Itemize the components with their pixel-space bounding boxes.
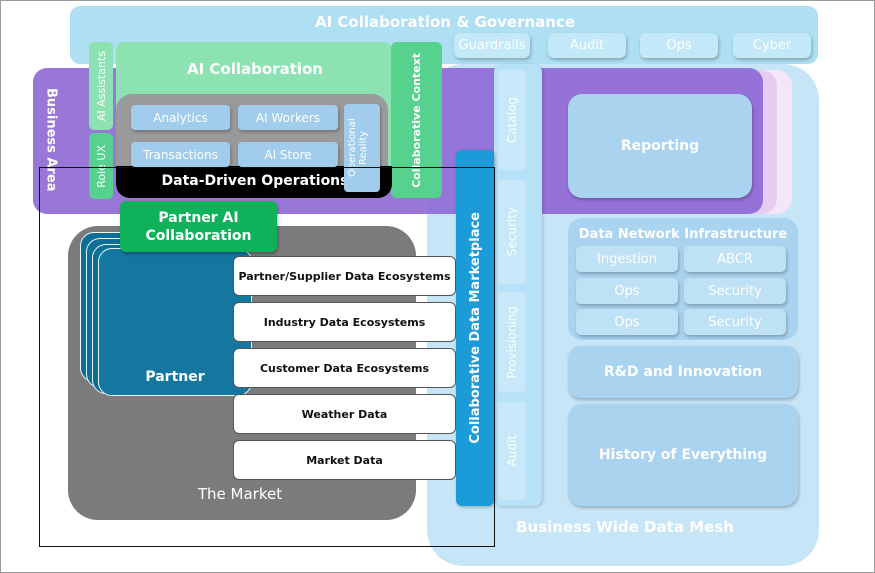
ecosystem-partner-supplier: Partner/Supplier Data Ecosystems: [233, 256, 456, 296]
business-area-label: Business Area: [43, 88, 59, 192]
marketplace-section-provisioning: Provisioning: [498, 292, 526, 392]
infra-cell-abcr: ABCR: [684, 246, 786, 272]
partner-card: [98, 248, 252, 396]
role-ux-bar: Role UX: [89, 133, 113, 199]
external-boundary-outline: [39, 167, 495, 547]
ecosystem-weather: Weather Data: [233, 394, 456, 434]
marketplace-section-security: Security: [498, 180, 526, 284]
ai-assistants-bar: AI Assistants: [89, 42, 113, 130]
ops-tile-transactions: Transactions: [131, 142, 230, 167]
ai-collaboration-title: AI Collaboration: [187, 60, 323, 78]
infrastructure-title: Data Network Infrastructure: [578, 226, 788, 242]
infra-cell-security-1: Security: [684, 278, 786, 304]
infra-cell-security-2: Security: [684, 309, 786, 335]
governance-tab-guardrails: Guardrails: [454, 33, 530, 58]
rnd-box: R&D and Innovation: [568, 346, 798, 398]
governance-tab-cyber: Cyber: [733, 33, 811, 58]
governance-title: AI Collaboration & Governance: [314, 13, 576, 31]
partner-ai-collaboration-box: Partner AI Collaboration: [120, 201, 277, 252]
operational-reality-box: Operational Reality: [344, 104, 380, 192]
infra-cell-ops-1: Ops: [576, 278, 678, 304]
market-title: The Market: [197, 485, 283, 503]
history-box: History of Everything: [568, 404, 798, 506]
marketplace-section-audit: Audit: [498, 402, 526, 500]
ecosystem-market: Market Data: [233, 440, 456, 480]
ops-tile-ai-workers: AI Workers: [238, 105, 338, 130]
collaborative-context-bar: Collaborative Context: [391, 42, 442, 198]
data-mesh-title: Business Wide Data Mesh: [516, 518, 734, 536]
governance-tab-audit: Audit: [548, 33, 626, 58]
operations-title: Data-Driven Operations: [161, 173, 349, 189]
marketplace-bar: Collaborative Data Marketplace: [456, 150, 494, 506]
infra-cell-ops-2: Ops: [576, 309, 678, 335]
marketplace-section-catalog: Catalog: [498, 70, 526, 170]
governance-tab-ops: Ops: [640, 33, 718, 58]
infra-cell-ingestion: Ingestion: [576, 246, 678, 272]
reporting-box: Reporting: [568, 94, 752, 198]
ops-tile-analytics: Analytics: [131, 105, 230, 130]
ecosystem-customer: Customer Data Ecosystems: [233, 348, 456, 388]
ops-tile-ai-store: AI Store: [238, 142, 338, 167]
ecosystem-industry: Industry Data Ecosystems: [233, 302, 456, 342]
partner-label: Partner: [145, 369, 205, 385]
